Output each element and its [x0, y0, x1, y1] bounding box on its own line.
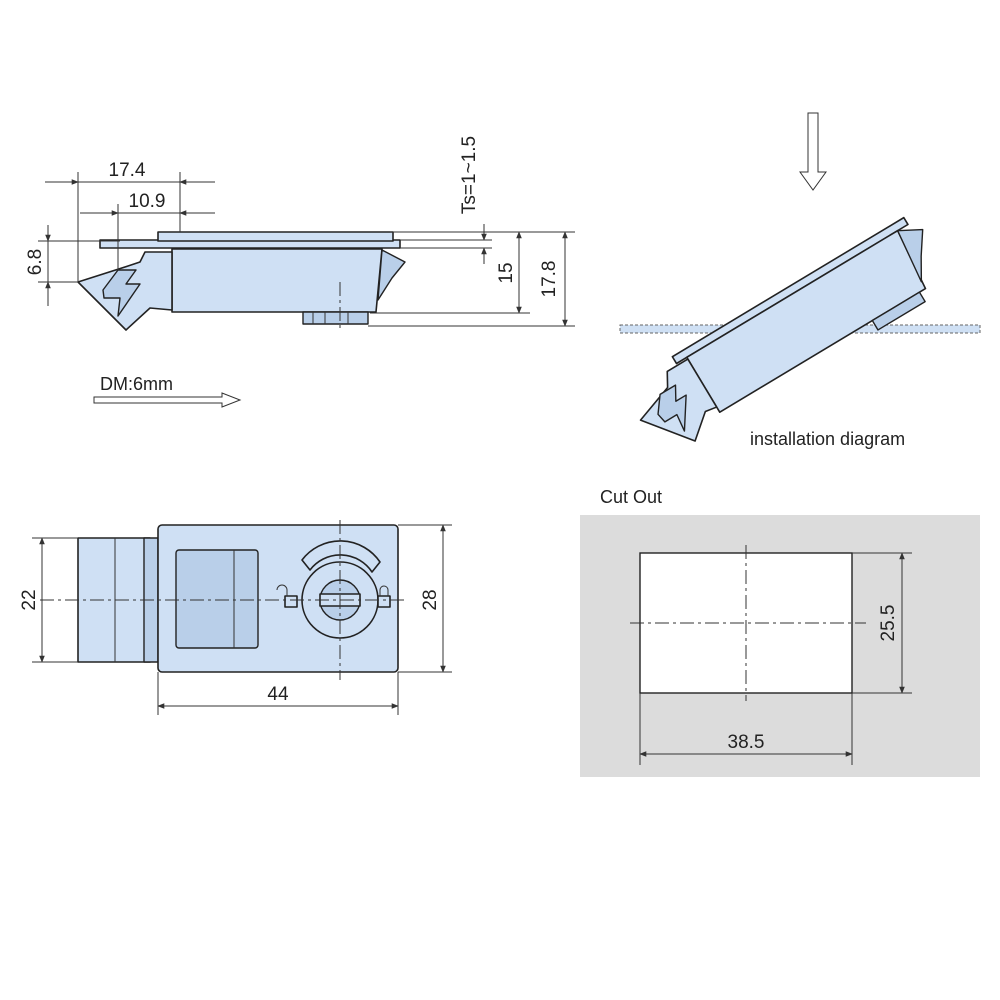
installation-view: installation diagram [619, 112, 981, 449]
installation-label: installation diagram [750, 429, 905, 449]
side-view: 17.4 10.9 6.8 Ts=1~1.5 15 17.8 DM:6mm [25, 136, 575, 408]
dim-15: 15 [496, 262, 517, 283]
cutout-view: Cut Out 25.5 38.5 [580, 487, 980, 777]
rotation-arc [301, 540, 381, 573]
latch-notch [102, 269, 141, 317]
bottom-screw [302, 311, 369, 325]
dm-label: DM:6mm [100, 374, 173, 394]
knob-side [77, 537, 151, 663]
push-button [175, 549, 259, 649]
dim-25-5: 25.5 [878, 605, 899, 642]
top-cap [157, 231, 394, 242]
dim-ts: Ts=1~1.5 [459, 136, 480, 214]
lock-body [171, 248, 383, 313]
tilted-lock-body [685, 229, 927, 414]
lock-icon [377, 585, 391, 608]
insert-arrow [799, 112, 827, 191]
dim-6-8: 6.8 [25, 249, 46, 275]
front-view: 22 28 44 [19, 520, 452, 715]
dim-17-4: 17.4 [109, 160, 146, 181]
dim-22: 22 [19, 589, 40, 610]
unlock-icon [276, 584, 298, 608]
dim-17-8: 17.8 [539, 261, 560, 298]
cutout-title: Cut Out [600, 487, 662, 507]
direction-arrow [93, 392, 242, 408]
dim-28: 28 [420, 589, 441, 610]
dim-10-9: 10.9 [129, 191, 166, 212]
dim-38-5: 38.5 [728, 732, 765, 753]
spring-clip [377, 249, 406, 301]
dim-44: 44 [267, 684, 289, 705]
